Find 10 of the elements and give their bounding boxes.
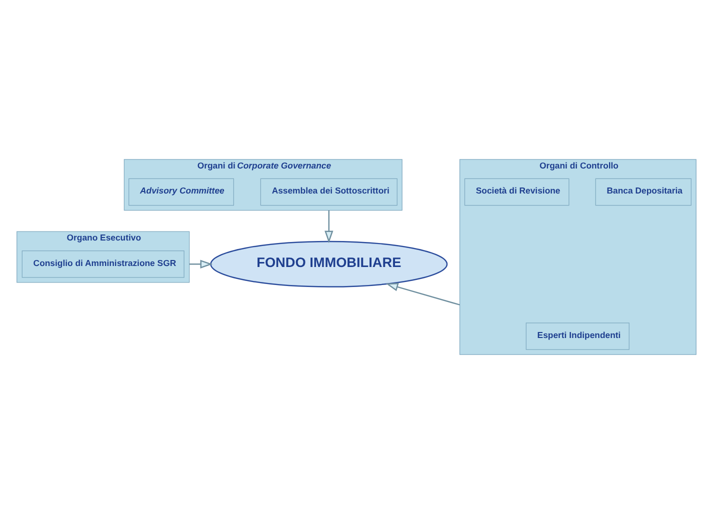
node-box: Assemblea dei Sottoscrittori xyxy=(260,178,398,206)
arrow xyxy=(386,282,460,305)
node-ellipse: FONDO IMMOBILIARE xyxy=(210,240,448,287)
node-box: Consiglio di Amministrazione SGR xyxy=(22,250,184,278)
node-box: Società di Revisione xyxy=(464,178,570,206)
node-box: Advisory Committee xyxy=(128,178,234,206)
node-box: Banca Depositaria xyxy=(595,178,692,206)
arrow xyxy=(189,259,213,268)
node-box: Esperti Indipendenti xyxy=(526,322,630,350)
arrow xyxy=(324,210,334,243)
